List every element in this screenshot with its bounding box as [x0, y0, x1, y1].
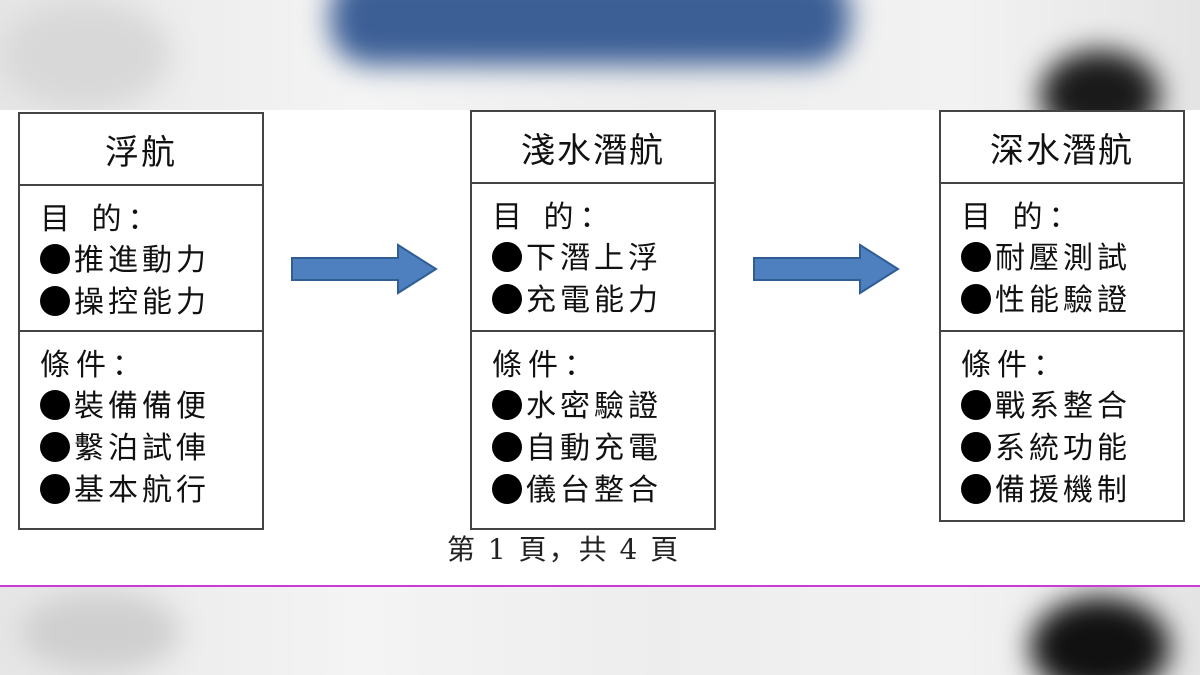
bullet-icon — [961, 432, 991, 462]
stage-title: 深水潛航 — [941, 112, 1183, 184]
divider-line — [0, 585, 1200, 587]
goal-label: 目 的： — [40, 202, 164, 237]
list-item: 裝備備便 — [40, 386, 262, 428]
stage-title: 淺水潛航 — [472, 112, 714, 184]
arrow-right-icon — [753, 243, 900, 295]
list-item: 備援機制 — [961, 470, 1183, 512]
bullet-icon — [40, 474, 70, 504]
stage-box-surface: 浮航 目 的： 推進動力 操控能力 條件： 裝備備便 繫泊試俥 基本航行 — [18, 112, 264, 530]
bullet-icon — [492, 390, 522, 420]
condition-label: 條件： — [492, 348, 600, 383]
bullet-icon — [961, 242, 991, 272]
goal-label: 目 的： — [492, 200, 616, 235]
condition-section: 條件： 水密驗證 自動充電 儀台整合 — [472, 332, 714, 512]
list-item: 下潛上浮 — [492, 238, 714, 280]
stage-title: 浮航 — [20, 114, 262, 186]
condition-label: 條件： — [961, 348, 1069, 383]
bullet-icon — [40, 244, 70, 274]
bullet-icon — [961, 284, 991, 314]
list-item: 推進動力 — [40, 240, 262, 282]
list-item: 戰系整合 — [961, 386, 1183, 428]
blurred-blue-shape — [330, 0, 850, 65]
bullet-icon — [961, 390, 991, 420]
blurred-dark-shape — [1040, 50, 1160, 110]
bullet-icon — [40, 432, 70, 462]
bullet-icon — [40, 286, 70, 316]
list-item: 性能驗證 — [961, 280, 1183, 322]
bullet-icon — [492, 284, 522, 314]
blurred-background-top — [0, 0, 1200, 110]
bullet-icon — [961, 474, 991, 504]
page-number: 第 1 頁，共 4 頁 — [447, 533, 681, 566]
list-item: 充電能力 — [492, 280, 714, 322]
condition-section: 條件： 戰系整合 系統功能 備援機制 — [941, 332, 1183, 512]
list-item: 耐壓測試 — [961, 238, 1183, 280]
goal-section: 目 的： 推進動力 操控能力 — [20, 186, 262, 332]
list-item: 儀台整合 — [492, 470, 714, 512]
bullet-icon — [492, 474, 522, 504]
list-item: 繫泊試俥 — [40, 428, 262, 470]
bullet-icon — [492, 242, 522, 272]
list-item: 自動充電 — [492, 428, 714, 470]
stage-box-deep: 深水潛航 目 的： 耐壓測試 性能驗證 條件： 戰系整合 系統功能 備援機制 — [939, 110, 1185, 522]
goal-section: 目 的： 耐壓測試 性能驗證 — [941, 184, 1183, 332]
blurred-dark-shape — [1030, 597, 1170, 675]
bullet-icon — [492, 432, 522, 462]
bullet-icon — [40, 390, 70, 420]
stage-box-shallow: 淺水潛航 目 的： 下潛上浮 充電能力 條件： 水密驗證 自動充電 儀台整合 — [470, 110, 716, 530]
blurred-background-bottom — [0, 587, 1200, 675]
list-item: 操控能力 — [40, 282, 262, 324]
condition-section: 條件： 裝備備便 繫泊試俥 基本航行 — [20, 332, 262, 512]
condition-label: 條件： — [40, 348, 148, 383]
goal-label: 目 的： — [961, 200, 1085, 235]
list-item: 基本航行 — [40, 470, 262, 512]
goal-section: 目 的： 下潛上浮 充電能力 — [472, 184, 714, 332]
list-item: 系統功能 — [961, 428, 1183, 470]
arrow-right-icon — [291, 243, 438, 295]
list-item: 水密驗證 — [492, 386, 714, 428]
